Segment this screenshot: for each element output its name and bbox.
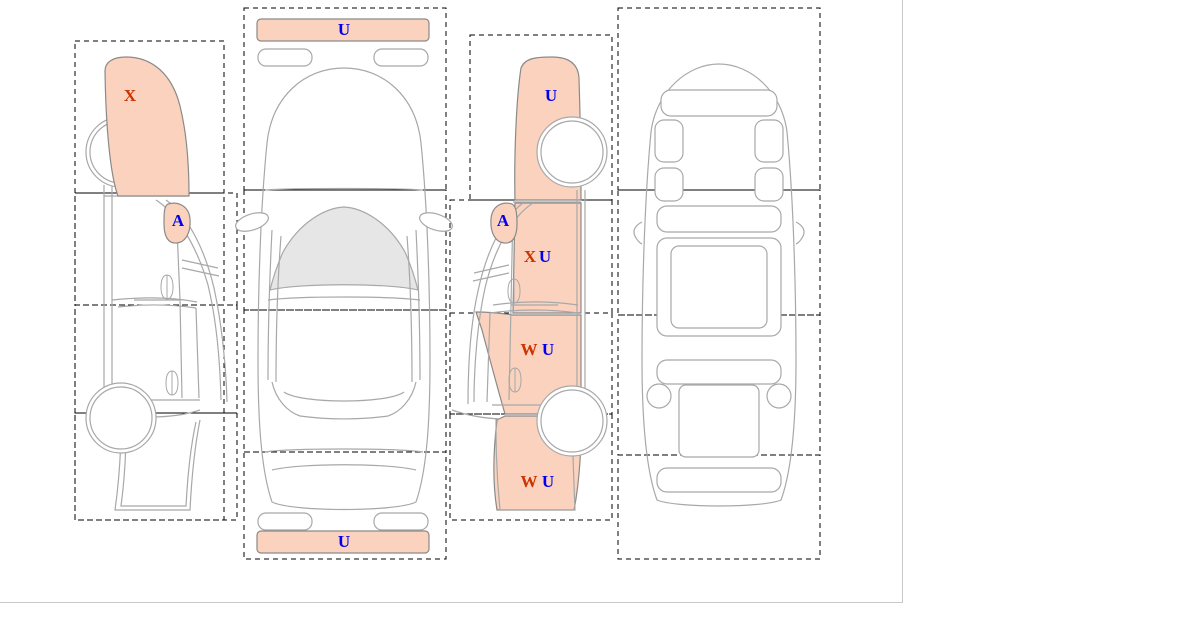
panel-top-view[interactable]: U U xyxy=(233,7,454,560)
right-rear-door-damage[interactable] xyxy=(475,311,582,415)
right-mirror-damage[interactable] xyxy=(490,202,518,244)
left-front-door-handle-icon xyxy=(160,274,174,300)
panel-left-side-view[interactable]: X A xyxy=(74,40,238,521)
label-right-rear-door-u[interactable]: U xyxy=(542,340,554,359)
top-rear-bumper-damage[interactable] xyxy=(256,530,430,554)
zone-grid-top xyxy=(243,7,447,560)
panel-right-side-view[interactable]: U A X U W U W U xyxy=(449,34,613,521)
label-right-front-door-u[interactable]: U xyxy=(539,247,551,266)
label-right-rear-quarter-u[interactable]: U xyxy=(542,472,554,491)
right-front-wheel xyxy=(536,116,608,188)
left-front-fender-damage[interactable] xyxy=(104,56,190,197)
vehicle-damage-svg: .out{fill:#ffffff;stroke:#a8a8a8;stroke-… xyxy=(74,7,821,560)
label-right-front-fender[interactable]: U xyxy=(545,86,557,105)
right-rear-door-handle-icon xyxy=(508,367,522,393)
diagram-canvas: .out{fill:#ffffff;stroke:#a8a8a8;stroke-… xyxy=(0,0,903,603)
label-right-mirror[interactable]: A xyxy=(497,211,510,230)
label-rear-bumper[interactable]: U xyxy=(338,532,350,551)
top-rear-lamps xyxy=(257,512,429,531)
top-front-bumper-damage[interactable] xyxy=(256,18,430,42)
panel-underside-view[interactable] xyxy=(617,7,821,560)
left-rear-wheel xyxy=(85,382,157,454)
right-front-door-handle-icon xyxy=(507,278,521,304)
label-right-rear-door-w[interactable]: W xyxy=(521,340,538,359)
left-rear-door-handle-icon xyxy=(165,370,179,396)
label-left-front-fender[interactable]: X xyxy=(124,86,137,105)
label-right-rear-quarter-w[interactable]: W xyxy=(521,472,538,491)
right-front-door-damage[interactable] xyxy=(512,202,582,314)
diagram-stage: .out{fill:#ffffff;stroke:#a8a8a8;stroke-… xyxy=(74,7,821,560)
top-body-outline xyxy=(235,67,453,511)
label-left-mirror[interactable]: A xyxy=(172,211,185,230)
right-rear-wheel xyxy=(536,385,608,457)
top-front-lamps xyxy=(257,48,429,67)
left-mirror-damage[interactable] xyxy=(163,202,191,244)
label-right-front-door-x[interactable]: X xyxy=(524,247,537,266)
label-front-bumper[interactable]: U xyxy=(338,20,350,39)
underside-body-outline xyxy=(633,63,805,507)
